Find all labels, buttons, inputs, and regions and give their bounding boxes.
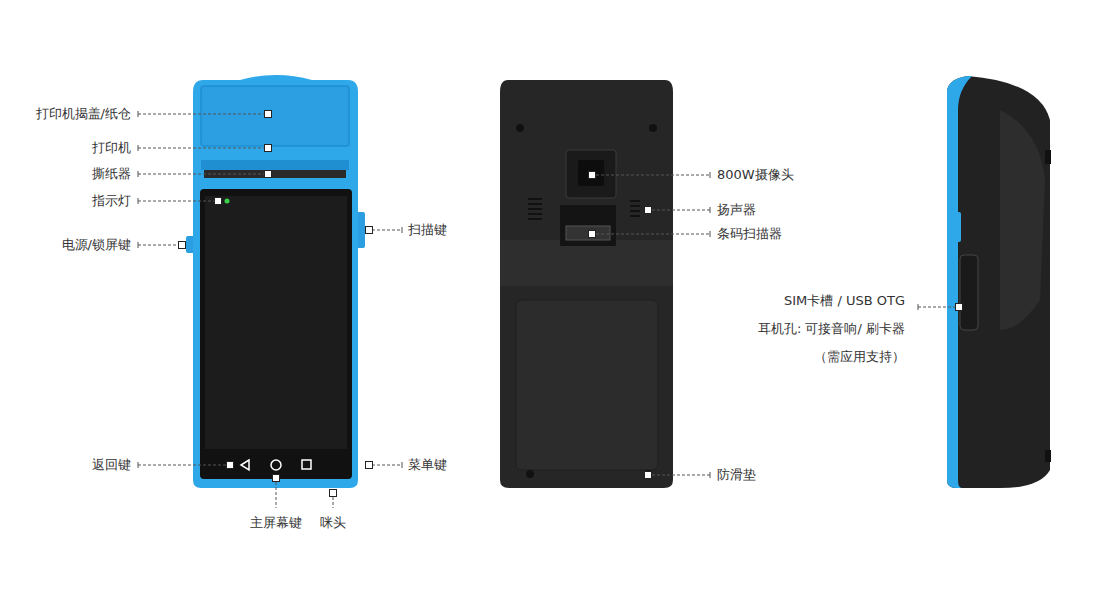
side-view — [947, 76, 1051, 488]
leader-lines — [138, 114, 955, 508]
callout-label: 防滑垫 — [716, 467, 757, 483]
callout-label: （需应用支持） — [813, 349, 906, 365]
callout-label: SIM卡槽 / USB OTG — [783, 293, 906, 309]
leader-ticks — [138, 111, 918, 478]
callout-label: 菜单键 — [407, 457, 448, 473]
callout-label: 耳机孔: 可接音响/ 刷卡器 — [757, 321, 906, 337]
front-view — [186, 75, 365, 488]
callout-label: 返回键 — [91, 457, 132, 473]
callout-label: 打印机 — [91, 140, 132, 156]
callout-label: 扫描键 — [407, 222, 448, 238]
callout-label: 条码扫描器 — [716, 226, 783, 242]
back-view — [500, 80, 673, 488]
callout-label: 咪头 — [319, 515, 347, 531]
callout-label: 800W摄像头 — [716, 167, 795, 183]
callout-label: 扬声器 — [716, 202, 757, 218]
callout-label: 打印机揭盖/纸仓 — [35, 106, 132, 122]
callout-label: 电源/锁屏键 — [61, 237, 132, 253]
callout-label: 主屏幕键 — [249, 515, 303, 531]
callout-markers — [179, 111, 963, 497]
callout-label: 撕纸器 — [91, 166, 132, 182]
callout-label: 指示灯 — [91, 193, 132, 209]
